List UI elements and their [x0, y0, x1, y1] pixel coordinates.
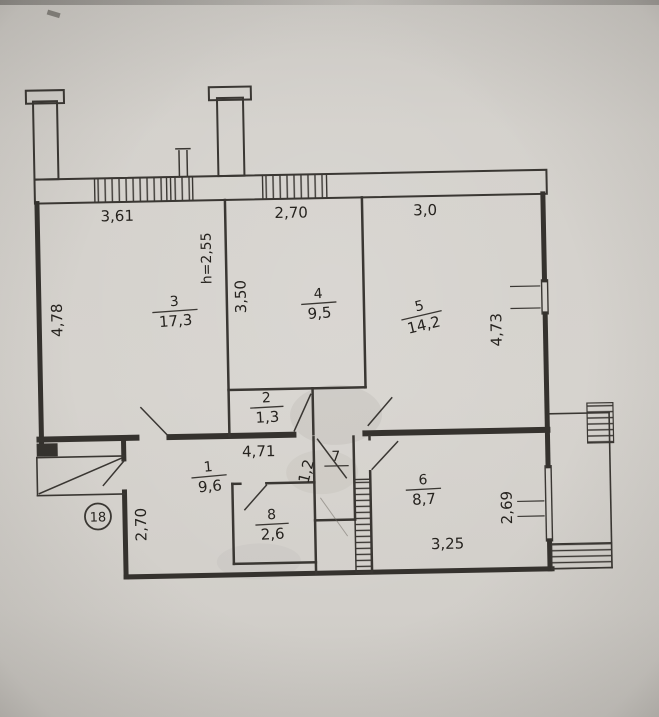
- window-room6: [544, 465, 554, 542]
- outer-walls: [34, 191, 555, 580]
- room-3-fraction-line: [152, 308, 198, 314]
- main-interior-wall: [36, 426, 551, 443]
- porch-wall-stub: [36, 443, 58, 457]
- porch-outline: [36, 455, 126, 497]
- pencil-smudges: [46, 9, 383, 580]
- door-swing-kitchen: [371, 440, 399, 471]
- room-4-number: 4: [313, 286, 323, 303]
- ceiling-height-note: h=2,55: [199, 232, 216, 284]
- room-1-label: 1 9,6: [191, 459, 227, 496]
- room-3-area: 17,3: [158, 311, 193, 331]
- room-7-label: 7 1,2: [295, 449, 349, 485]
- room-2-label: 2 1,3: [250, 390, 284, 427]
- room-5-label: 5 14,2: [401, 298, 442, 338]
- room-2-number: 2: [261, 390, 271, 406]
- door-swings: [102, 393, 399, 511]
- dim-hall-width: 4,71: [242, 442, 276, 461]
- room-7-number: 7: [331, 449, 340, 465]
- dim-room5-width: 3,0: [413, 201, 437, 219]
- window-room5: [540, 279, 549, 315]
- room-7-area: 1,2: [295, 457, 318, 484]
- dim-room3-depth: 4,78: [48, 303, 67, 337]
- door-swing-room8: [243, 484, 268, 511]
- dim-room5-depth: 4,73: [487, 313, 506, 347]
- vent-column-right: [207, 85, 253, 178]
- room-4-fraction-line: [301, 301, 337, 306]
- window-sill-room6: [517, 500, 545, 518]
- door-swing-room3: [139, 406, 169, 437]
- partition-walls: [223, 196, 374, 575]
- room-3-label: 3 17,3: [152, 294, 198, 331]
- room-8-fraction-line: [255, 522, 289, 526]
- room-4-area: 9,5: [307, 303, 332, 323]
- room-6-label: 6 8,7: [405, 472, 442, 509]
- vent-column-left: [24, 89, 66, 181]
- pencil-scribble: [319, 497, 349, 537]
- room-8-area: 2,6: [260, 524, 285, 543]
- porch-diagonal: [38, 456, 123, 495]
- room-5-number: 5: [413, 298, 425, 316]
- balcony-hatch-bottom: [550, 542, 613, 570]
- room-6-area: 8,7: [412, 490, 437, 509]
- door-swing-room2: [293, 393, 312, 432]
- top-wall-window-hatch: [93, 176, 168, 204]
- dim-room4-depth: 3,50: [231, 280, 250, 314]
- room-6-fraction-line: [405, 487, 442, 491]
- room-3-number: 3: [169, 294, 179, 311]
- vent-shaft-hatch: [353, 478, 373, 574]
- dim-room3-width: 3,61: [100, 207, 134, 226]
- top-wall-window-hatch: [169, 175, 194, 202]
- apartment-number: 18: [90, 510, 107, 525]
- dim-room6-width: 3,25: [431, 534, 465, 553]
- apartment-number-circle: [84, 502, 112, 531]
- room-6-number: 6: [418, 472, 428, 488]
- dim-hall-depth: 2,70: [132, 508, 151, 542]
- door-swing-room7: [316, 438, 348, 479]
- balcony-hatch-top: [586, 401, 615, 444]
- room-1-fraction-line: [191, 474, 227, 479]
- room-2-area: 1,3: [255, 408, 280, 427]
- window-sill-room5: [510, 285, 541, 310]
- dim-room4-width: 2,70: [274, 203, 308, 222]
- room-8-label: 8 2,6: [255, 507, 289, 544]
- dim-room6-depth: 2,69: [498, 491, 517, 525]
- room-8-number: 8: [267, 507, 277, 523]
- room-4-label: 4 9,5: [301, 286, 337, 323]
- top-wall-window-hatch: [261, 173, 328, 200]
- room-1-area: 9,6: [197, 476, 222, 496]
- room-5-area: 14,2: [405, 312, 442, 337]
- room-1-number: 1: [203, 459, 213, 476]
- door-leaf-entrance: [102, 459, 125, 487]
- vent-ticks: [175, 147, 191, 178]
- room-2-fraction-line: [250, 405, 284, 409]
- scan-edge-shadow: [0, 0, 659, 5]
- door-swing-room5: [367, 396, 393, 427]
- room-5-fraction-line: [401, 309, 442, 321]
